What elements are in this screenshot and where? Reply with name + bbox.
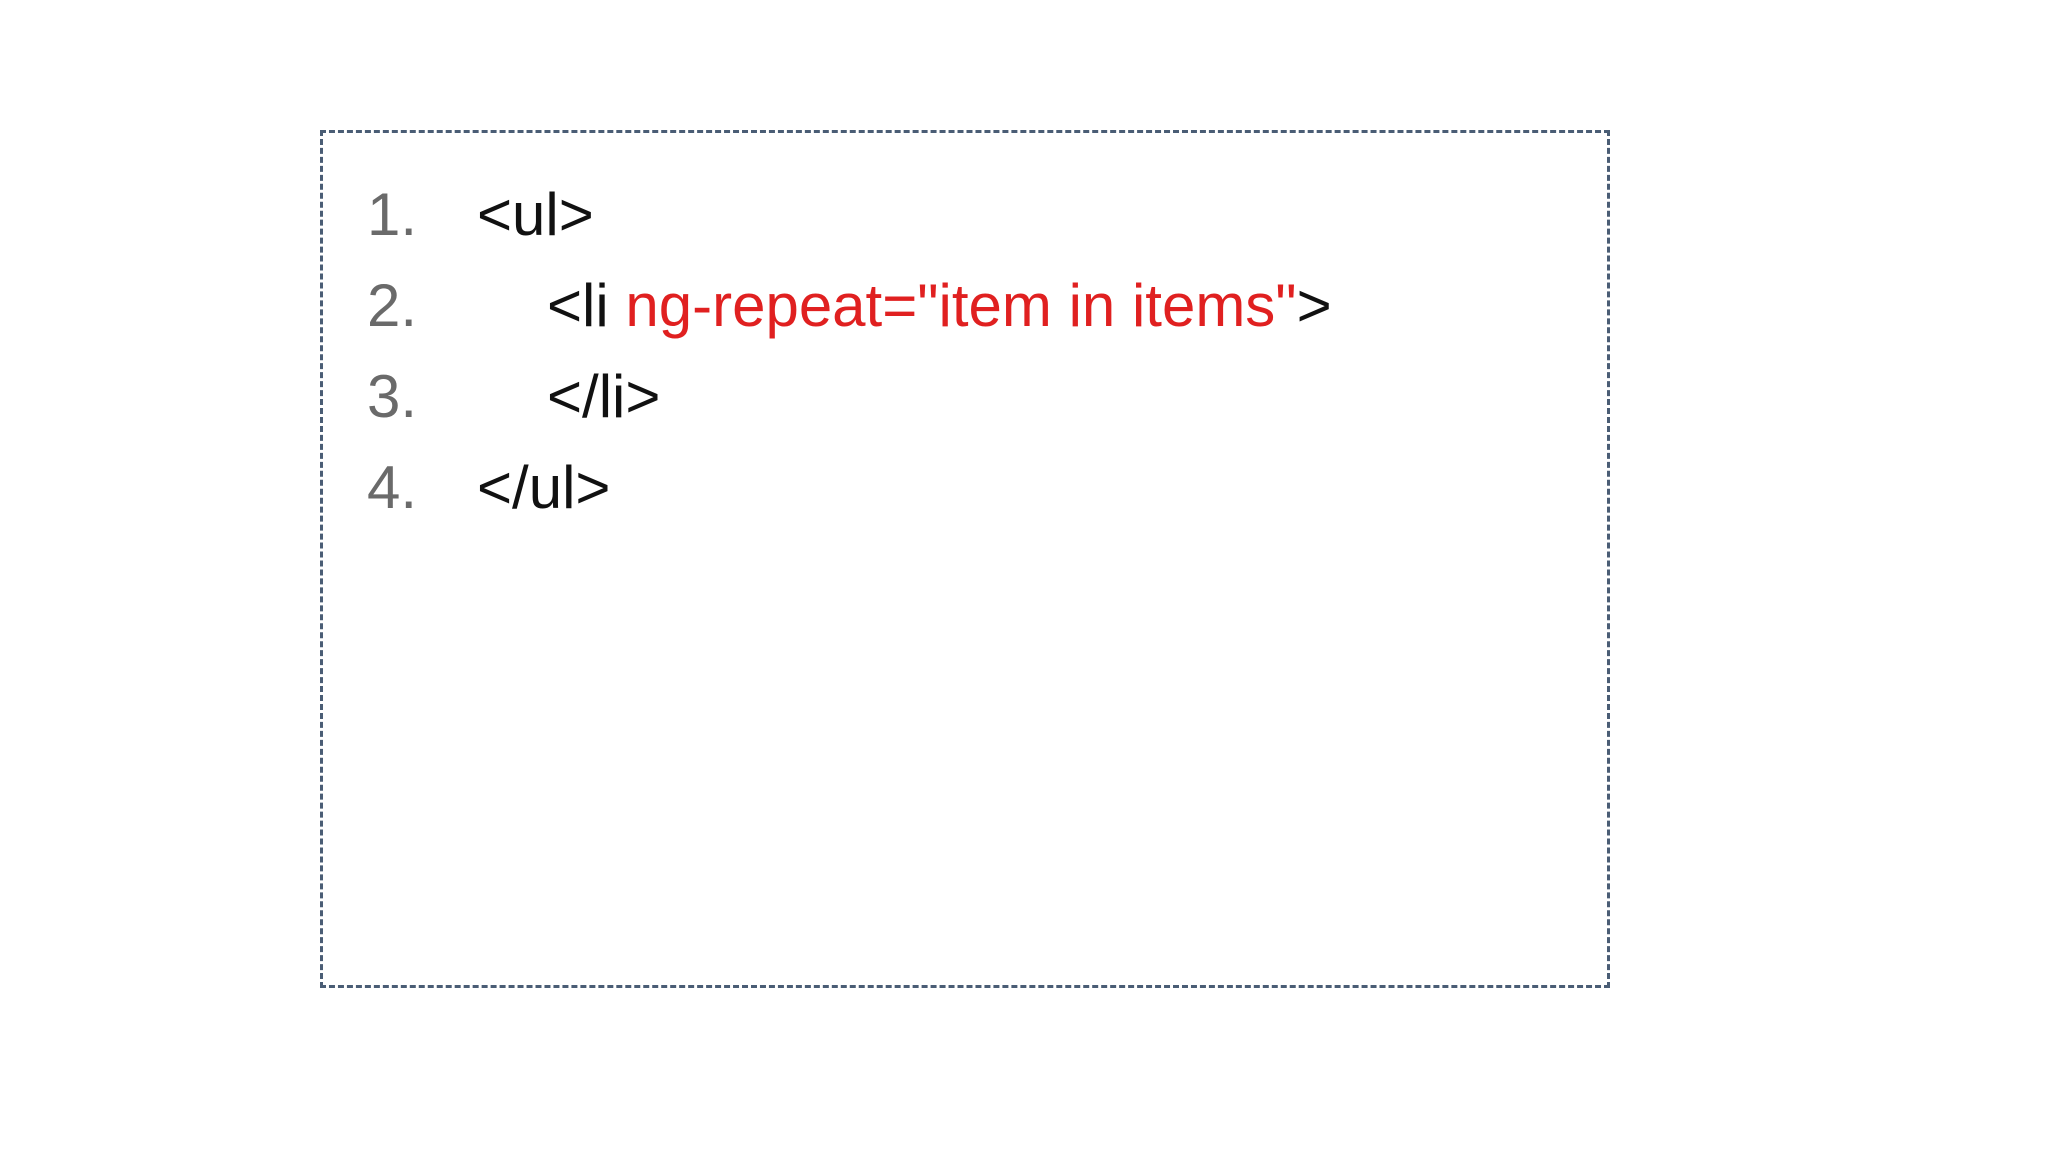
code-text: <ul> (477, 175, 594, 255)
tag-text: <li (547, 272, 626, 339)
tag-text: </ul> (477, 454, 611, 521)
line-number: 1. (367, 181, 418, 248)
highlighted-attribute: ng-repeat="item in items" (625, 272, 1297, 339)
code-text: </li> (547, 357, 660, 437)
tag-text: <ul> (477, 181, 594, 248)
tag-text: </li> (547, 363, 661, 430)
code-text: </ul> (477, 448, 610, 528)
tag-text: > (1296, 272, 1332, 339)
line-number: 4. (367, 454, 418, 521)
code-snippet-box: 1. <ul> 2. <li ng-repeat="item in items"… (320, 130, 1610, 988)
line-number: 2. (367, 272, 418, 339)
code-text: <li ng-repeat="item in items"> (547, 266, 1332, 346)
line-number: 3. (367, 363, 418, 430)
